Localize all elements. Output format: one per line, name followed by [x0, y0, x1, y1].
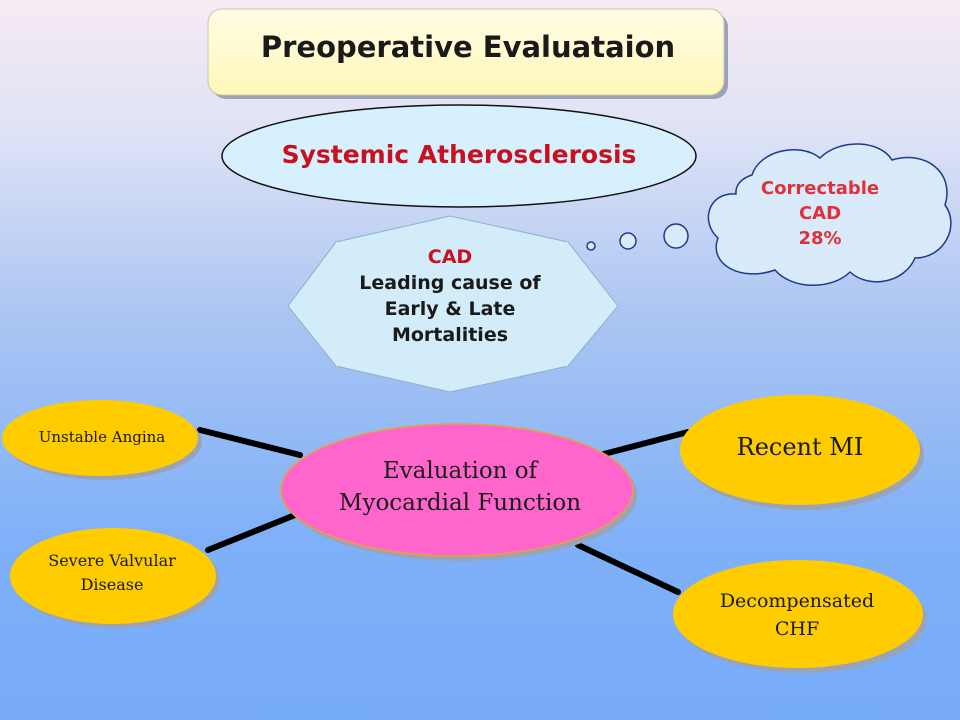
- thought-bubbles: [586, 223, 689, 251]
- cloud-line: 28%: [798, 228, 842, 249]
- center-line: Myocardial Function: [338, 490, 582, 516]
- recent-mi-node: [680, 395, 924, 510]
- valvular-line: Severe Valvular: [48, 551, 176, 570]
- connector-valvular: [205, 510, 303, 553]
- center-line: Evaluation of: [382, 458, 538, 484]
- correctable-cloud: [707, 143, 952, 286]
- cloud-label: Correctable CAD 28%: [735, 176, 905, 251]
- cad-line: Leading cause of: [359, 272, 541, 294]
- cad-star: [287, 215, 619, 393]
- severe-valvular-node: [10, 528, 220, 628]
- title-box: [207, 8, 728, 99]
- cloud-line: CAD: [798, 203, 842, 224]
- unstable-angina-node: [2, 400, 202, 480]
- cad-line: Early & Late: [384, 298, 516, 320]
- valvular-line: Disease: [80, 575, 144, 594]
- cad-line: CAD: [427, 246, 473, 268]
- decompensated-chf-label: Decompensated CHF: [672, 587, 922, 643]
- connector-chf: [575, 542, 681, 595]
- severe-valvular-label: Severe Valvular Disease: [10, 549, 214, 597]
- page-title: Preoperative Evaluataion: [260, 30, 676, 64]
- systemic-atherosclerosis-label: Systemic Atherosclerosis: [281, 140, 637, 169]
- connector-angina: [197, 427, 303, 458]
- systemic-ellipse: [221, 104, 697, 208]
- thought-bubble-large: [663, 223, 689, 249]
- thought-bubble-medium: [619, 232, 637, 250]
- recent-mi-label: Recent MI: [736, 433, 864, 461]
- thought-bubble-small: [586, 241, 596, 251]
- cad-star-label: CAD Leading cause of Early & Late Mortal…: [300, 244, 600, 348]
- cad-line: Mortalities: [391, 324, 509, 346]
- connector-mi: [597, 429, 691, 458]
- center-node: [280, 423, 637, 561]
- center-node-label: Evaluation of Myocardial Function: [285, 455, 635, 519]
- connector-lines: [197, 427, 691, 595]
- chf-line: CHF: [774, 618, 820, 640]
- decompensated-chf-node: [673, 560, 927, 673]
- unstable-angina-label: Unstable Angina: [38, 428, 166, 446]
- chf-line: Decompensated: [719, 590, 875, 612]
- cloud-line: Correctable: [760, 178, 880, 199]
